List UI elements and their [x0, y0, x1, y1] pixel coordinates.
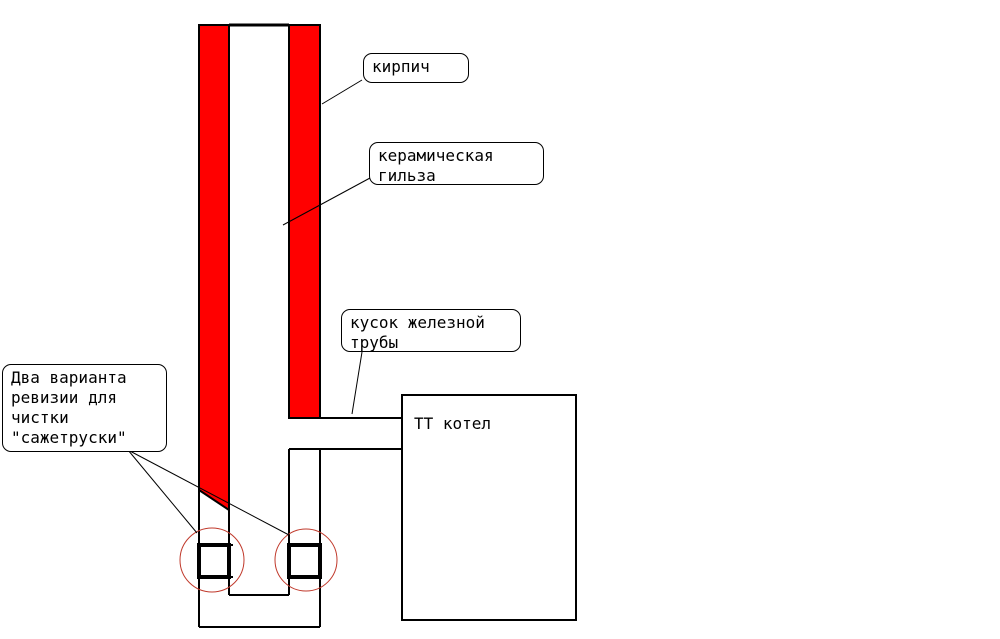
brick-wall-left — [198, 24, 230, 511]
leader-brick — [321, 79, 363, 105]
cleanout-circle-left — [179, 527, 245, 593]
leader-cleanout-left — [127, 449, 198, 534]
cleanout-left-plug — [197, 543, 231, 579]
label-iron-pipe: кусок железной трубы — [341, 309, 521, 352]
boiler-box — [401, 394, 577, 621]
boiler-label: ТТ котел — [414, 414, 492, 433]
cleanout-right-plug — [287, 543, 322, 579]
label-ceramic-liner: керамическая гильза — [369, 142, 544, 185]
leader-liner — [282, 177, 371, 226]
leader-pipe — [351, 351, 363, 415]
label-brick: кирпич — [363, 53, 469, 83]
cleanout-circle-right — [274, 528, 338, 592]
leader-cleanout-right — [127, 449, 290, 536]
label-cleanout-variants: Два варианта ревизии для чистки "сажетру… — [2, 364, 167, 452]
brick-wall-right — [288, 24, 321, 419]
